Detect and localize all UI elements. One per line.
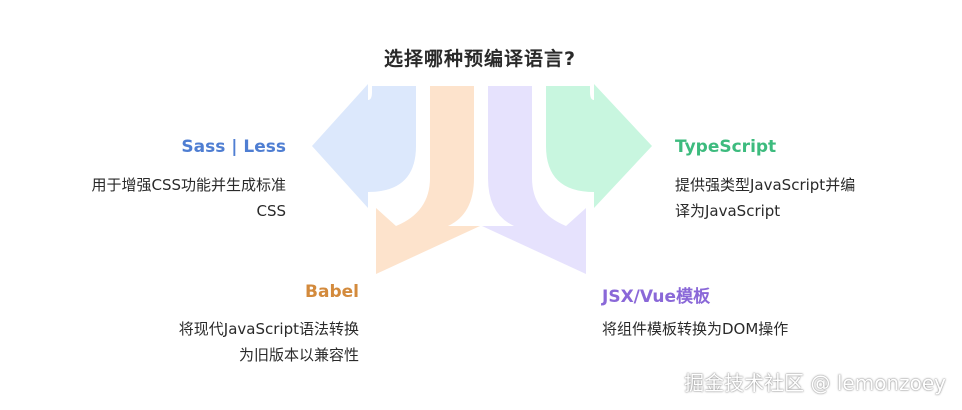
arrow-ts: [546, 84, 652, 208]
sass-desc-line2: CSS: [256, 202, 286, 220]
arrow-jsx: [482, 86, 586, 274]
typescript-heading: TypeScript: [675, 137, 777, 157]
arrow-babel: [376, 86, 480, 274]
typescript-desc-line1: 提供强类型JavaScript并编: [675, 176, 856, 194]
jsx-description: 将组件模板转换为DOM操作: [602, 316, 788, 342]
typescript-description: 提供强类型JavaScript并编 译为JavaScript: [675, 172, 855, 224]
jsx-heading: JSX/Vue模板: [602, 287, 711, 307]
arrow-sass: [312, 84, 416, 208]
typescript-desc-line2: 译为JavaScript: [675, 202, 781, 220]
jsx-desc-line1: 将组件模板转换为DOM操作: [602, 320, 789, 338]
sass-heading: Sass | Less: [181, 137, 286, 157]
babel-heading: Babel: [305, 282, 359, 302]
sass-desc-line1: 用于增强CSS功能并生成标准: [91, 176, 286, 194]
diagram-title: 选择哪种预编译语言?: [383, 48, 577, 70]
sass-description: 用于增强CSS功能并生成标准 CSS: [91, 172, 286, 224]
babel-desc-line2: 为旧版本以兼容性: [238, 346, 359, 364]
watermark: 掘金技术社区 @ lemonzoey: [684, 371, 946, 395]
babel-desc-line1: 将现代JavaScript语法转换: [178, 320, 359, 338]
babel-description: 将现代JavaScript语法转换 为旧版本以兼容性: [179, 316, 359, 368]
